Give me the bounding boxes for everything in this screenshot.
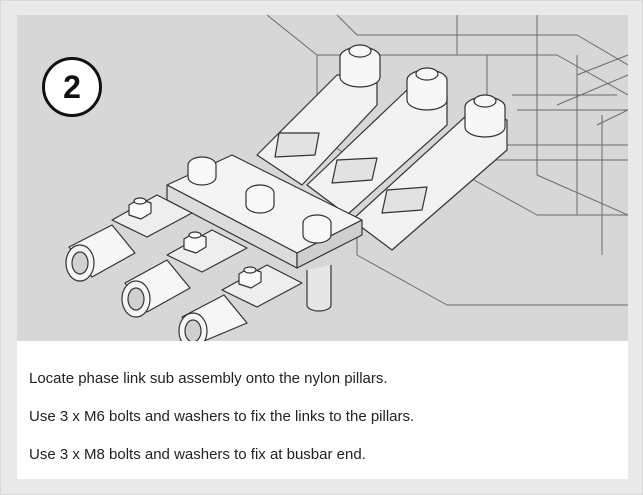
instruction-line-3: Use 3 x M8 bolts and washers to fix at b… <box>29 446 366 463</box>
phase-link-drawing <box>65 15 628 341</box>
m6-bolts <box>187 156 332 244</box>
instructions-panel: Locate phase link sub assembly onto the … <box>17 341 628 479</box>
m8-bolts <box>128 197 262 289</box>
step-number-badge: 2 <box>42 57 102 117</box>
cable-lugs <box>65 224 248 341</box>
step-number: 2 <box>63 68 81 105</box>
instruction-line-2: Use 3 x M6 bolts and washers to fix the … <box>29 408 415 425</box>
busbar-end-links <box>111 194 303 308</box>
instruction-line-1: Locate phase link sub assembly onto the … <box>29 370 388 387</box>
assembly-illustration: 2 <box>17 15 628 341</box>
link-end-bolts <box>339 44 506 138</box>
